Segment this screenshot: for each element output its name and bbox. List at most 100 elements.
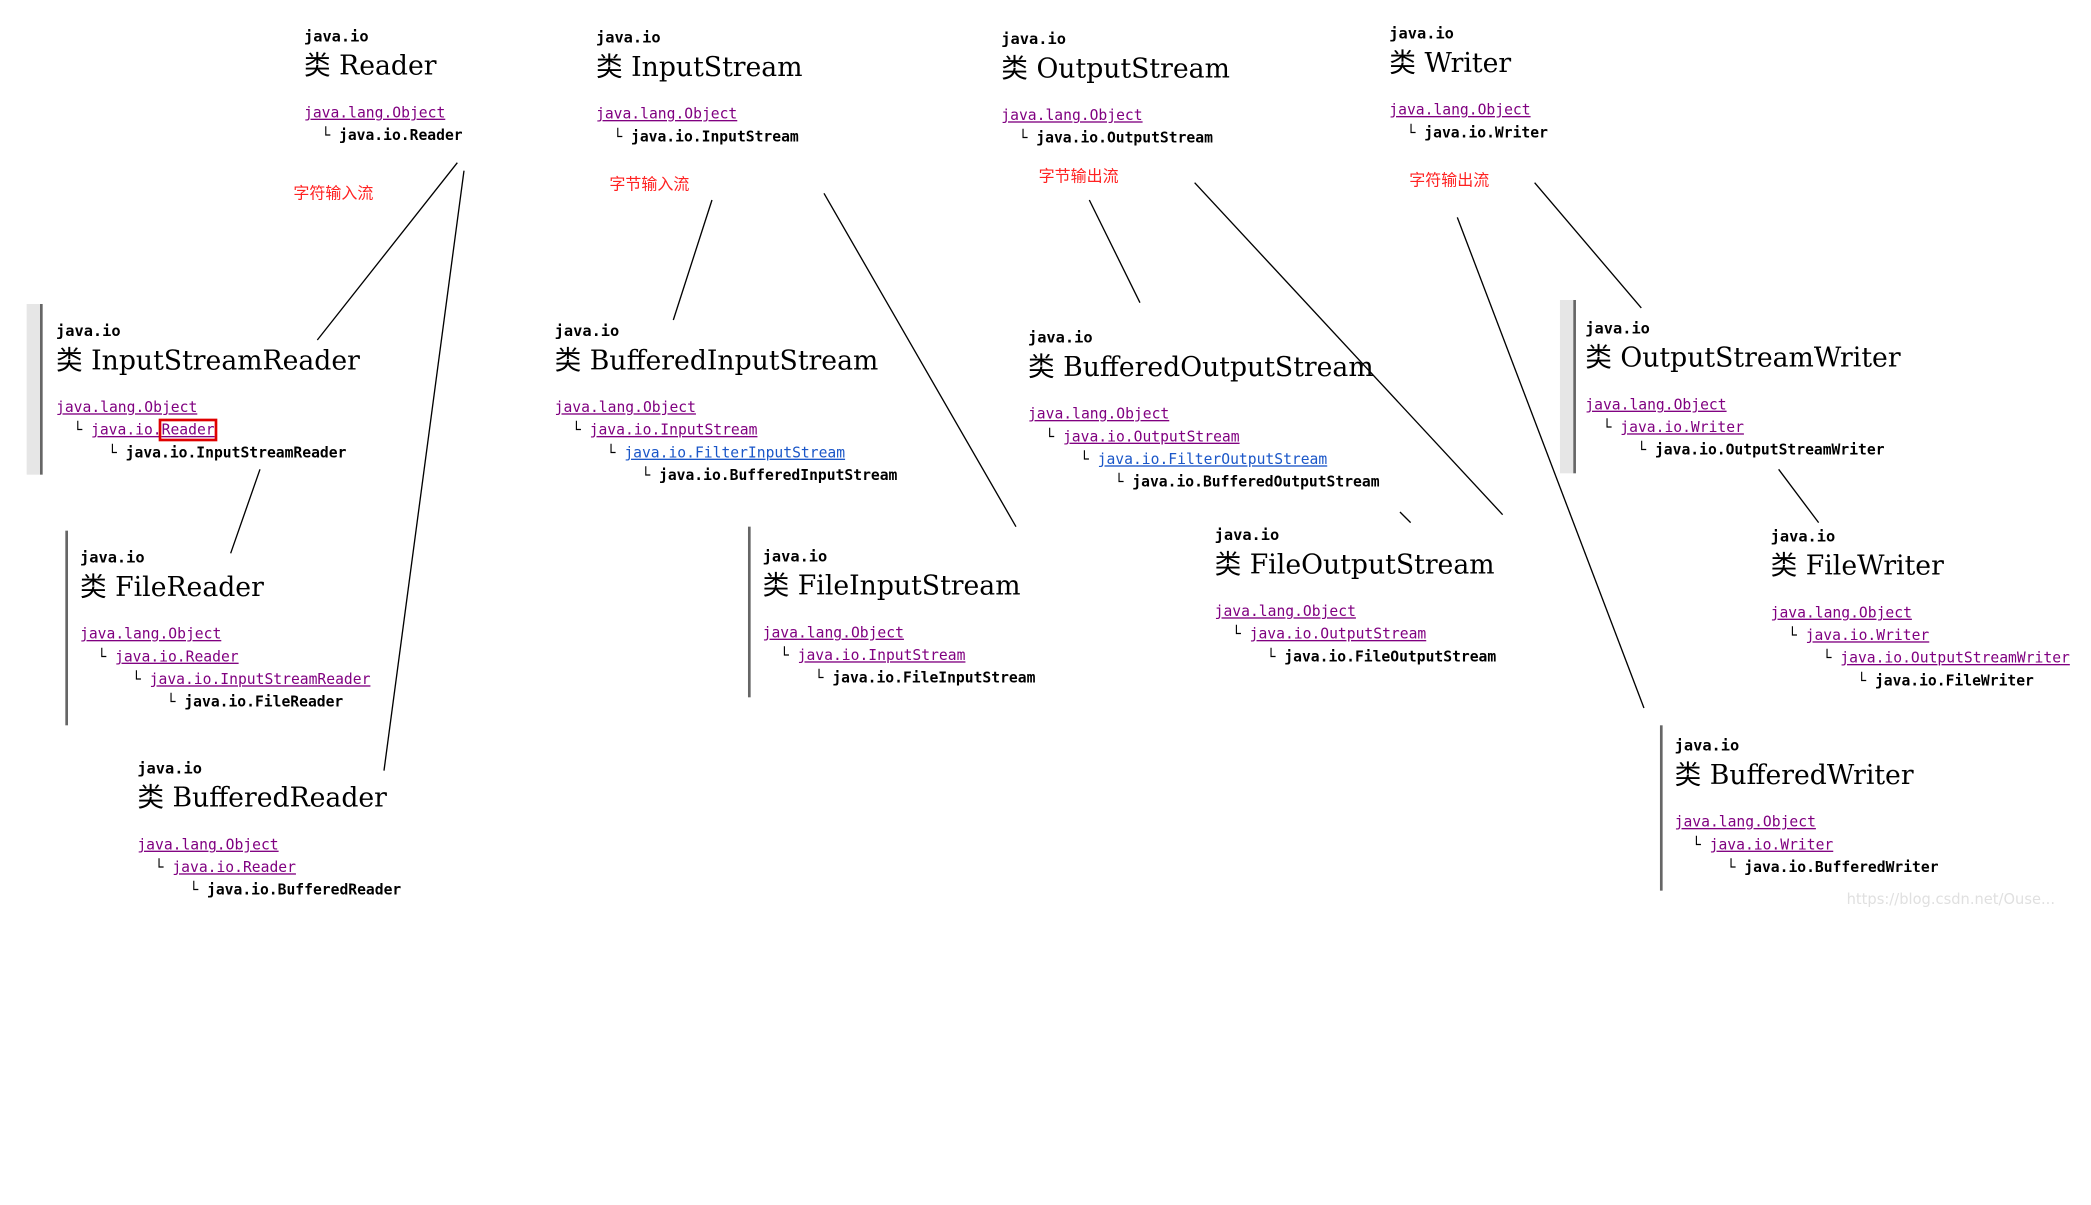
tree-row: └ java.io.Writer [1389,121,1548,144]
tree-connector: └ [1079,450,1098,468]
superclass-link[interactable]: java.lang.Object [137,835,279,854]
tree-connector: └ [107,443,126,462]
block-bar [1659,725,1663,891]
superclass-link[interactable]: java.lang.Object [1027,405,1170,423]
superclass-link[interactable]: java.io.Reader [172,858,296,876]
superclass-link[interactable]: java.io.Writer [1620,418,1744,436]
tree-row: └ java.io.OutputStreamWriter [1771,647,2070,670]
current-class: java.io.InputStreamReader [125,443,347,462]
inheritance-tree: java.lang.Object└ java.io.Reader└ java.i… [56,396,360,464]
superclass-link[interactable]: java.io. [90,421,162,439]
tree-row: java.lang.Object [1028,403,1380,426]
note-char-output: 字符输出流 [1409,170,1490,190]
current-class: java.io.InputStream [630,127,799,146]
current-class: java.io.BufferedOutputStream [1132,473,1380,491]
superclass-link-highlighted[interactable]: Reader [158,418,218,442]
superclass-link[interactable]: java.lang.Object [1389,101,1531,119]
current-class: java.io.FileReader [184,693,344,711]
package-label: java.io [1674,735,1740,755]
connector-line [1778,468,1820,524]
superclass-link[interactable]: java.lang.Object [762,623,904,642]
current-class: java.io.FileWriter [1874,671,2034,690]
package-label: java.io [303,26,369,46]
superclass-link[interactable]: java.lang.Object [1214,602,1356,620]
connector-line [1456,217,1645,709]
class-title: 类 BufferedOutputStream [1027,350,1374,383]
superclass-link[interactable]: java.lang.Object [1674,813,1816,831]
tree-row: └ java.io.FilterOutputStream [1028,448,1380,471]
note-char-input: 字符输入流 [293,183,374,203]
package-label: java.io [1389,23,1454,43]
class-title: 类 InputStreamReader [55,343,360,376]
package-label: java.io [1001,29,1066,48]
current-class: java.io.Reader [338,126,463,144]
current-class: java.io.FileInputStream [832,669,1036,687]
class-title: 类 OutputStreamWriter [1585,341,1901,374]
superclass-link[interactable]: java.io.InputStreamReader [149,670,371,688]
superclass-link[interactable]: java.lang.Object [1770,603,1912,622]
connector-line [1088,199,1141,303]
inheritance-tree: java.lang.Object└ java.io.OutputStream [1001,104,1230,149]
package-label: java.io [55,321,121,340]
tree-connector: └ [641,466,659,484]
superclass-link[interactable]: java.io.Writer [1805,626,1930,644]
inheritance-tree: java.lang.Object └ java.io.Reader └ java.i… [137,833,401,901]
connector-line [1399,511,1412,524]
tree-row: └ java.io.FileInputStream [763,667,1036,690]
superclass-link[interactable]: java.lang.Object [595,105,738,123]
tree-row: └ java.io.OutputStream [1028,425,1380,448]
superclass-link[interactable]: java.lang.Object [554,398,696,416]
superclass-link[interactable]: java.lang.Object [55,398,198,416]
block-bar [65,530,68,726]
inheritance-tree: java.lang.Object└ java.io.InputStream└ j… [763,621,1036,689]
current-class: java.io.OutputStream [1036,129,1213,147]
tree-connector: └ [1231,625,1250,643]
tree-row: java.lang.Object [1771,601,2070,624]
superclass-link[interactable]: java.lang.Object [1001,106,1143,124]
tree-row: └ java.io.OutputStream [1215,623,1497,646]
current-class: java.io.FileOutputStream [1284,647,1497,666]
superclass-link[interactable]: java.lang.Object [1585,395,1727,414]
tree-connector: └ [189,881,207,899]
tree-row: └ java.io.Writer [1585,416,1900,439]
tree-connector: └ [1266,647,1285,666]
package-label: java.io [137,758,202,778]
class-title: 类 BufferedInputStream [554,343,879,376]
tree-row: └ java.io.InputStream [555,419,898,442]
connector-line [672,199,713,321]
connector-line [1534,182,1642,309]
current-class: java.io.BufferedReader [206,881,402,899]
superclass-link[interactable]: java.io.Writer [1709,835,1834,854]
inheritance-tree: java.lang.Object└ java.io.Writer└ java.i… [1675,811,1939,879]
superclass-link[interactable]: java.lang.Object [303,103,446,122]
superclass-link[interactable]: java.io.Reader [114,647,239,666]
superclass-link[interactable]: java.io.InputStream [589,421,758,439]
tree-row: └ java.io.FileReader [80,691,370,714]
class-title: 类 FileInputStream [762,569,1021,602]
block-bar [39,303,43,475]
tree-row: └ java.io.BufferedReader [137,879,401,902]
package-label: java.io [762,546,828,566]
superclass-link[interactable]: java.io.InputStream [797,646,966,664]
class-title: 类 OutputStream [1001,51,1230,84]
tree-row: └ java.io.FilterInputStream [555,441,898,464]
connector-line [823,192,1017,527]
current-class: java.io.BufferedWriter [1744,858,1939,876]
superclass-link[interactable]: java.io.OutputStream [1062,427,1240,446]
superclass-link[interactable]: java.io.FilterOutputStream [1097,450,1328,468]
superclass-link[interactable]: java.io.FilterInputStream [624,443,846,462]
superclass-link[interactable]: java.io.OutputStreamWriter [1840,649,2070,667]
superclass-link[interactable]: java.io.OutputStream [1249,625,1427,643]
tree-row: └ java.io.InputStreamReader [80,668,370,691]
class-block-outputstream: java.io 类 OutputStream java.lang.Object└ j… [1001,29,1230,149]
tree-row: └ java.io.BufferedOutputStream [1028,471,1380,494]
inheritance-tree: java.lang.Object└ java.io.Reader└ java.i… [80,623,370,714]
tree-row: └ java.io.Writer [1771,624,2070,647]
superclass-link[interactable]: java.lang.Object [79,625,222,643]
block-bar [747,526,751,698]
note-byte-output: 字节输出流 [1038,166,1119,186]
package-label: java.io [1585,318,1650,338]
tree-row: └ java.io.FileWriter [1771,669,2070,692]
